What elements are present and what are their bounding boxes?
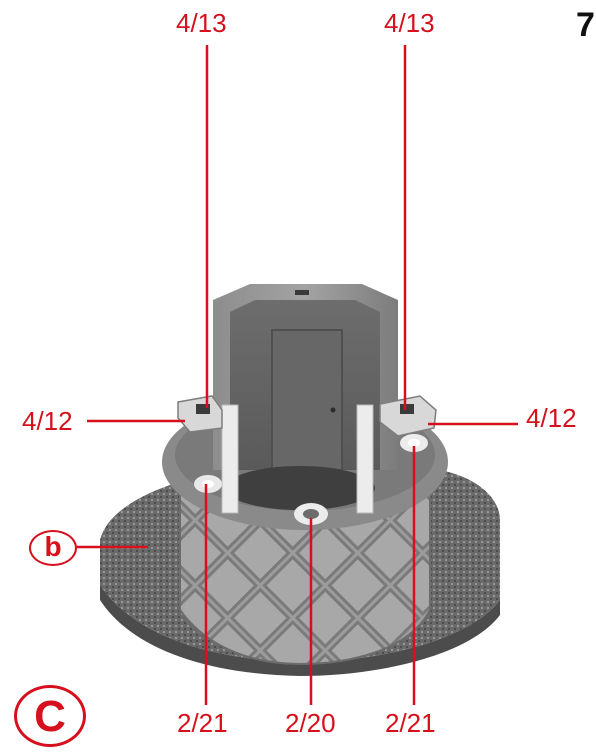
- peg-center: [294, 503, 328, 525]
- callout-top-left: 4/13: [176, 8, 227, 38]
- peg-left: [194, 475, 222, 493]
- tower-body: [180, 490, 430, 664]
- callout-mid-right: 4/12: [526, 403, 577, 433]
- leader-lines: [77, 45, 518, 705]
- door: [271, 329, 343, 471]
- marker-c: C: [14, 685, 86, 747]
- callout-top-right: 4/13: [384, 8, 435, 38]
- right-bracket: [379, 395, 437, 437]
- callout-bottom-left: 2/21: [177, 708, 228, 738]
- callout-mid-left: 4/12: [22, 406, 73, 436]
- base-plate-edge: [100, 585, 500, 676]
- callout-bottom-center: 2/20: [285, 708, 336, 738]
- left-bracket: [177, 395, 223, 433]
- left-post: [221, 404, 239, 514]
- right-post: [356, 404, 374, 514]
- marker-b: b: [29, 530, 77, 566]
- step-number: 7: [576, 6, 595, 44]
- callout-bottom-right: 2/21: [385, 708, 436, 738]
- peg-right: [400, 434, 428, 452]
